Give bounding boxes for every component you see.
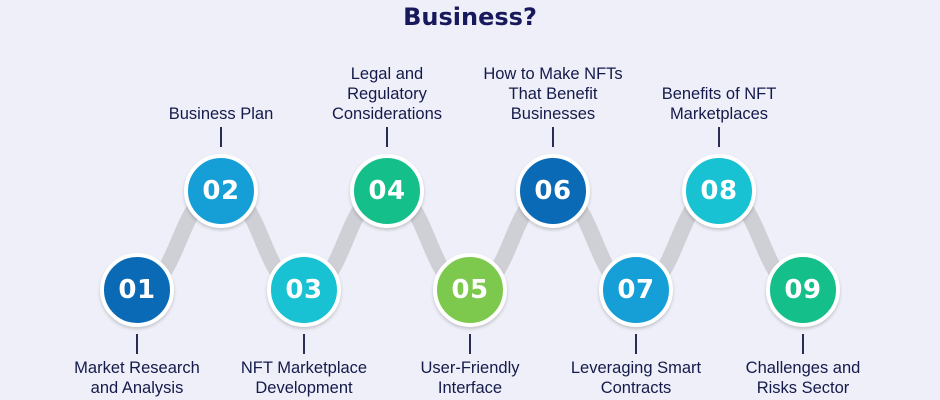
step-number: 09 (784, 275, 822, 305)
step-badge: 08 (682, 154, 756, 228)
step-badge: 03 (267, 253, 341, 327)
page-title: Business? (403, 3, 537, 31)
step-tick (220, 127, 222, 147)
step-badge: 01 (100, 253, 174, 327)
step-09: 09 Challenges and Risks Sector (746, 253, 860, 397)
step-05: 05 User-Friendly Interface (420, 253, 520, 397)
step-label: Legal and Regulatory Considerations (331, 65, 443, 123)
step-04: 04 Legal and Regulatory Considerations (332, 65, 442, 228)
step-06: 06 How to Make NFTs That Benefit Busines… (483, 65, 623, 228)
step-badge: 06 (516, 154, 590, 228)
step-number: 05 (451, 275, 489, 305)
step-tick (303, 334, 305, 354)
step-tick (718, 127, 720, 147)
step-badge: 05 (433, 253, 507, 327)
step-number: 01 (118, 275, 156, 305)
step-tick (469, 334, 471, 354)
step-number: 03 (285, 275, 323, 305)
step-badge: 07 (599, 253, 673, 327)
step-tick (136, 334, 138, 354)
step-tick (802, 334, 804, 354)
step-number: 04 (368, 176, 406, 206)
step-label: Challenges and Risks Sector (745, 359, 861, 397)
step-label: Leveraging Smart Contracts (570, 359, 702, 397)
step-number: 06 (534, 176, 572, 206)
step-badge: 04 (350, 154, 424, 228)
step-tick (552, 127, 554, 147)
step-label: Market Research and Analysis (74, 359, 200, 397)
step-badge: 09 (766, 253, 840, 327)
step-03: 03 NFT Marketplace Development (241, 253, 367, 397)
step-badge: 02 (184, 154, 258, 228)
step-label: Benefits of NFT Marketplaces (661, 85, 777, 123)
step-label: Business Plan (168, 105, 274, 123)
step-label: User-Friendly Interface (420, 359, 520, 397)
step-label: How to Make NFTs That Benefit Businesses (483, 65, 623, 123)
step-tick (635, 334, 637, 354)
step-number: 07 (617, 275, 655, 305)
step-label: NFT Marketplace Development (240, 359, 368, 397)
step-07: 07 Leveraging Smart Contracts (571, 253, 701, 397)
step-number: 02 (202, 176, 240, 206)
step-08: 08 Benefits of NFT Marketplaces (662, 85, 776, 228)
step-number: 08 (700, 176, 738, 206)
step-tick (386, 127, 388, 147)
step-01: 01 Market Research and Analysis (74, 253, 200, 397)
step-02: 02 Business Plan (169, 105, 273, 228)
